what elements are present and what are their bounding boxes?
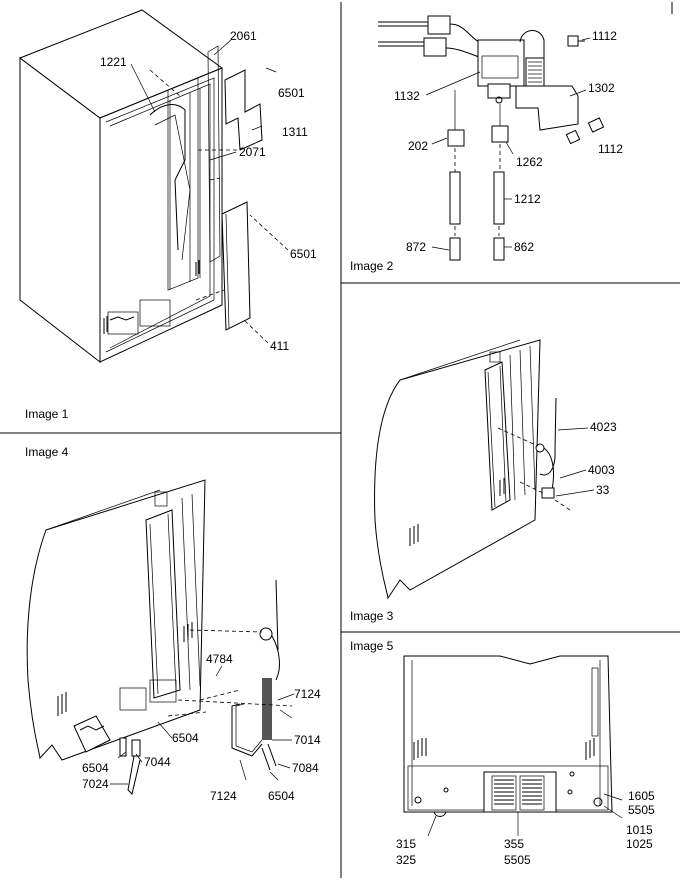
image2-caption: Image 2 [350,259,394,273]
part-label: 2061 [230,29,257,43]
image4-caption: Image 4 [25,445,69,459]
image5-caption: Image 5 [350,639,394,653]
image2-drawing [378,15,605,261]
image4-drawing [26,479,295,795]
part-label: 1605 [628,789,655,803]
part-label: 1212 [514,192,541,206]
part-label: 5505 [504,853,531,867]
part-label: 1302 [588,81,615,95]
part-label: 6504 [268,789,295,803]
part-label: 1132 [394,89,420,103]
part-label: 6501 [290,247,317,261]
part-label: 315 [396,837,416,851]
part-label: 7024 [82,777,109,791]
part-label: 4003 [588,463,615,477]
part-label: 2071 [239,145,266,159]
part-label: 7124 [210,789,237,803]
part-label: 355 [504,837,524,851]
part-label: 5505 [628,803,655,817]
part-label: 1262 [516,155,543,169]
part-label: 411 [270,339,289,353]
part-label: 1025 [626,837,653,851]
part-label: 1015 [626,823,653,837]
part-label: 6504 [82,761,109,775]
part-label: 4023 [590,420,617,434]
image3-caption: Image 3 [350,609,394,623]
part-label: 1112 [598,142,623,156]
image5-drawing [403,655,623,837]
part-label: 862 [514,240,534,254]
image3-drawing [374,339,595,600]
part-label: 6504 [172,731,199,745]
part-label: 1311 [282,125,308,139]
part-label: 4784 [206,652,233,666]
part-label: 1112 [592,29,617,43]
image1-drawing [18,9,289,364]
part-label: 7084 [292,761,319,775]
part-label: 7044 [144,755,171,769]
part-label: 7124 [294,687,321,701]
part-label: 202 [408,139,428,153]
image1-caption: Image 1 [25,407,69,421]
part-label: 872 [406,240,426,254]
part-label: 33 [596,483,610,497]
part-label: 1221 [100,55,127,69]
part-label: 325 [396,853,416,867]
part-label: 7014 [294,733,321,747]
part-label: 6501 [278,86,305,100]
